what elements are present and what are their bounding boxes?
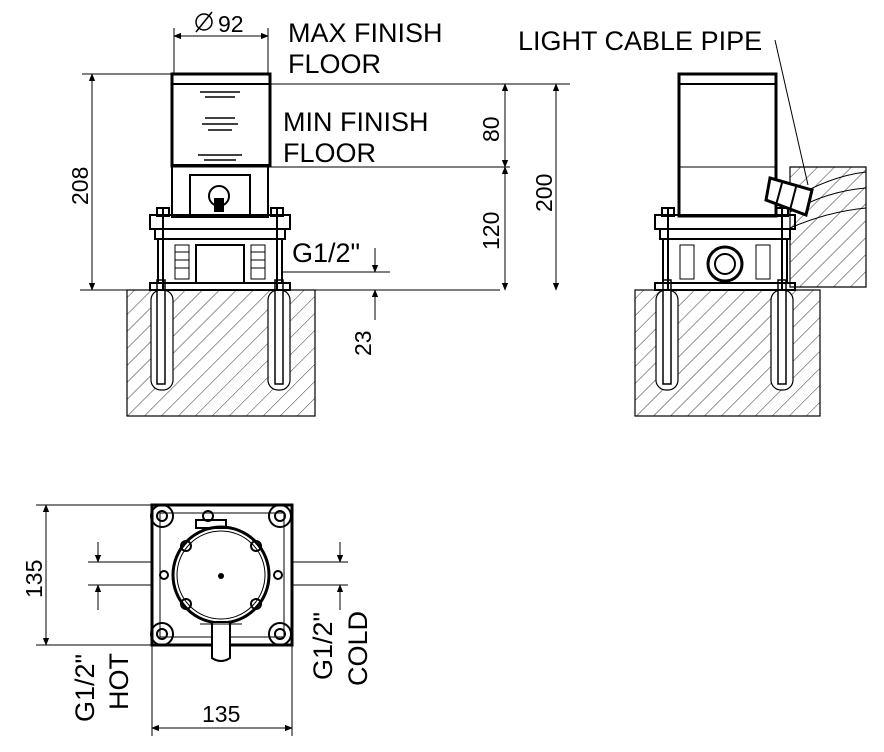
label-min-finish-floor-1: MIN FINISH	[283, 107, 429, 137]
label-thread-hot: G1/2"	[70, 654, 100, 722]
light-cable-pipe	[764, 176, 814, 218]
dim-depth-23: 23	[350, 330, 376, 356]
label-min-finish-floor-2: FLOOR	[283, 138, 376, 168]
side-floor-layer	[789, 166, 867, 288]
dim-height-total: 208	[67, 167, 93, 205]
plan-outlet-nozzle	[211, 621, 231, 662]
front-upper-body	[170, 72, 272, 168]
dim-diameter: 92	[218, 11, 244, 37]
label-hot: HOT	[104, 653, 134, 710]
front-elevation: 92 MAX FINISH FLOOR MIN FINISH FLOOR 208…	[67, 11, 570, 417]
label-max-finish-floor-2: FLOOR	[288, 49, 381, 79]
dim-plan-width: 135	[202, 701, 240, 727]
dim-height-120: 120	[478, 212, 504, 250]
dim-height-200: 200	[531, 174, 557, 212]
label-max-finish-floor-1: MAX FINISH	[288, 18, 443, 48]
dim-plan-height: 135	[21, 560, 47, 598]
corner-bolt-icon	[150, 504, 292, 646]
label-light-cable-pipe: LIGHT CABLE PIPE	[518, 26, 762, 56]
front-anchor-rod-left	[156, 279, 166, 385]
label-thread-side: G1/2"	[292, 238, 360, 268]
side-elevation: LIGHT CABLE PIPE	[518, 26, 867, 417]
diameter-symbol-icon	[195, 11, 213, 33]
label-thread-cold: G1/2"	[308, 612, 338, 680]
front-anchor-rod-right	[274, 279, 284, 385]
label-cold: COLD	[343, 611, 373, 686]
plan-view: 135 G1/2" HOT G1/2" COLD 135	[21, 503, 373, 736]
dim-height-80: 80	[478, 116, 504, 142]
